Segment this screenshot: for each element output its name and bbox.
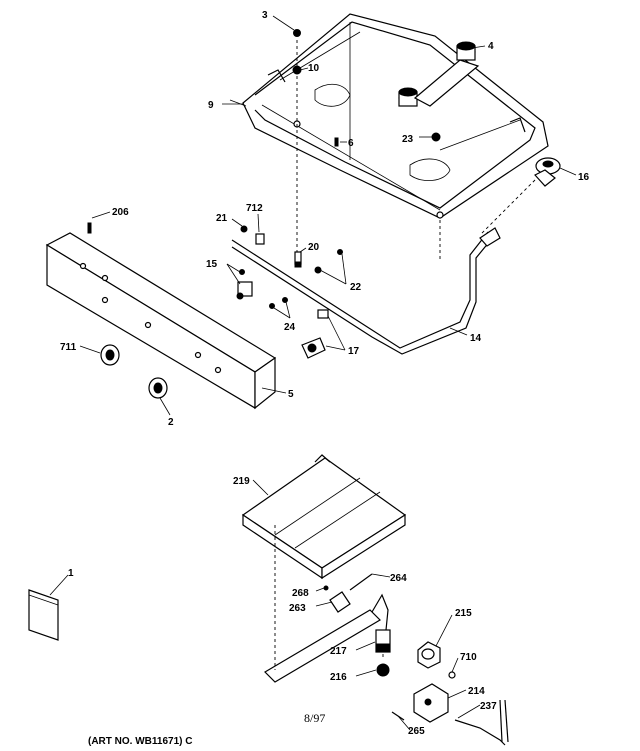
leader-lines <box>49 15 577 731</box>
part-264-igniter <box>349 573 373 591</box>
part-3-screw <box>293 29 301 37</box>
callout-237: 237 <box>480 701 497 712</box>
callout-710: 710 <box>460 652 477 663</box>
callout-22: 22 <box>350 282 362 293</box>
part-215-bracket <box>417 641 441 669</box>
part-21-screw <box>240 225 248 233</box>
part-15-valve <box>236 269 253 300</box>
callout-15: 15 <box>206 259 218 270</box>
callout-264: 264 <box>390 573 407 584</box>
callout-20: 20 <box>308 242 320 253</box>
callout-9: 9 <box>208 100 214 111</box>
part-gas-pipe <box>231 227 501 355</box>
part-22-hood <box>314 249 343 274</box>
part-263-bracket <box>329 591 351 613</box>
burner-head-left <box>398 87 418 107</box>
callout-265: 265 <box>408 726 425 737</box>
callout-215: 215 <box>455 608 472 619</box>
callout-263: 263 <box>289 603 306 614</box>
part-712-bracket <box>255 233 265 245</box>
part-16-igniter <box>534 157 561 187</box>
part-1-manual <box>28 589 59 641</box>
part-214-thermostat <box>413 683 449 723</box>
burner-box <box>229 13 549 219</box>
revision-date: 8/97 <box>304 711 325 725</box>
part-219-baffle <box>241 454 407 580</box>
callout-712: 712 <box>246 203 263 214</box>
part-6-pin <box>334 137 339 147</box>
callout-21: 21 <box>216 213 228 224</box>
part-237-capillary <box>454 699 509 746</box>
part-217-igniter <box>375 629 391 653</box>
callout-214: 214 <box>468 686 485 697</box>
callout-217: 217 <box>330 646 347 657</box>
callout-3: 3 <box>262 10 268 21</box>
part-20-orifice <box>294 251 302 268</box>
callout-216: 216 <box>330 672 347 683</box>
callout-23: 23 <box>402 134 414 145</box>
callout-4: 4 <box>488 41 494 52</box>
art-number: (ART NO. WB11671) C <box>88 736 192 747</box>
callout-711: 711 <box>60 342 77 353</box>
callout-5: 5 <box>288 389 294 400</box>
burner-bracket <box>413 59 480 107</box>
part-23-orifice <box>431 132 441 142</box>
part-710-ring <box>448 671 456 679</box>
part-oven-burner-tube <box>264 593 389 683</box>
callout-206: 206 <box>112 207 129 218</box>
callout-1: 1 <box>68 568 74 579</box>
part-711-knob <box>100 344 120 366</box>
callout-10: 10 <box>308 63 320 74</box>
callout-24: 24 <box>284 322 296 333</box>
callout-219: 219 <box>233 476 250 487</box>
part-2-knob <box>148 377 168 399</box>
part-206-manifold-panel <box>45 222 277 410</box>
part-216-orifice <box>376 663 390 677</box>
callout-16: 16 <box>578 172 590 183</box>
part-268-screw <box>323 585 329 591</box>
part-24-screws <box>269 297 288 309</box>
callout-2: 2 <box>168 417 174 428</box>
callout-14: 14 <box>470 333 482 344</box>
burner-head-right <box>456 41 476 61</box>
callout-6: 6 <box>348 138 354 149</box>
callout-268: 268 <box>292 588 309 599</box>
part-17-valve <box>301 309 329 359</box>
callout-17: 17 <box>348 346 360 357</box>
callout-labels: 3 4 10 9 23 6 16 206 21 712 20 15 22 24 … <box>60 10 590 737</box>
